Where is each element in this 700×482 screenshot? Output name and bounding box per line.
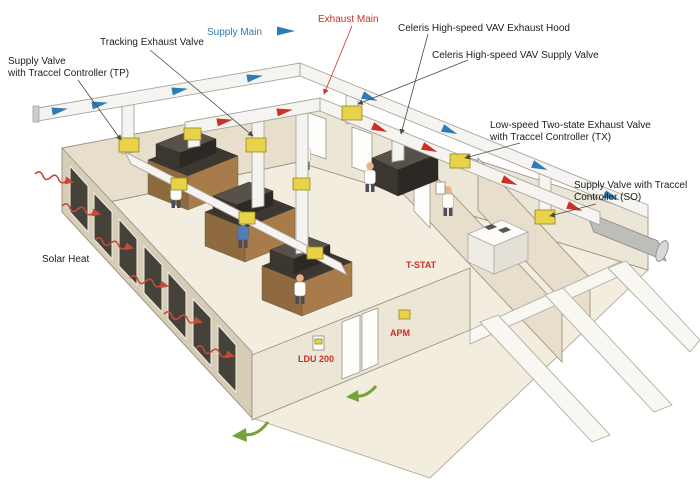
leader-tx	[464, 142, 521, 160]
wall-fin	[607, 260, 700, 353]
leader-so	[549, 203, 597, 218]
solar-heat-arrow	[61, 203, 102, 217]
label-so-line2: Controller (SO)	[574, 192, 641, 203]
solar-heat-arrows	[34, 171, 236, 359]
front-door-right	[361, 307, 379, 372]
window	[143, 244, 163, 314]
supply-main-label-arrow	[277, 26, 295, 36]
person	[442, 186, 454, 216]
window	[217, 323, 237, 394]
tp-supply-valve	[118, 137, 140, 153]
solar-heat-arrow	[163, 311, 204, 325]
leader-exhaust-main	[323, 25, 353, 95]
supply-terminal	[238, 211, 256, 225]
leader-tp	[77, 79, 122, 141]
supply-flow-arrows	[51, 26, 620, 200]
leader-celeris-supply	[357, 59, 469, 105]
front-door-left	[341, 314, 361, 380]
hood-exhaust-valve	[292, 177, 311, 191]
celeris-supply-valve	[341, 105, 363, 121]
window-row	[69, 164, 237, 394]
label-so-line1: Supply Valve with Traccel	[574, 180, 687, 191]
label-tx-line1: Low-speed Two-state Exhaust Valve	[490, 120, 651, 131]
leader-tracking	[149, 49, 254, 137]
supply-terminal	[170, 177, 188, 191]
hood-exhaust-valve	[183, 127, 202, 141]
window	[167, 270, 187, 341]
airflow-arrow-green	[346, 385, 378, 402]
label-supply-main: Supply Main	[207, 27, 262, 38]
solar-heat-arrow	[129, 275, 170, 289]
ldu-200-box	[312, 335, 325, 351]
supply-main-duct	[299, 62, 649, 219]
wall-fin	[544, 287, 673, 413]
label-ldu-200: LDU 200	[298, 354, 334, 364]
window	[69, 164, 89, 234]
tracking-exhaust-valve	[245, 137, 267, 153]
so-supply-valve	[534, 209, 556, 225]
label-celeris-supply-valve: Celeris High-speed VAV Supply Valve	[432, 50, 599, 61]
supply-terminal	[306, 246, 324, 260]
label-t-stat: T-STAT	[406, 260, 437, 270]
label-tx-line2: with Traccel Controller (TX)	[489, 132, 611, 143]
leader-celeris-hood	[399, 33, 429, 135]
solar-heat-arrow	[195, 345, 236, 359]
person	[294, 274, 306, 304]
apm-box	[398, 309, 411, 320]
exhaust-branch-duct	[251, 113, 265, 209]
window	[93, 191, 113, 261]
label-supply-valve-tp-line2: with Traccel Controller (TP)	[7, 68, 129, 79]
solar-heat-arrow	[94, 237, 135, 251]
window	[192, 297, 212, 368]
tx-exhaust-valve	[449, 153, 471, 169]
label-supply-valve-tp-line1: Supply Valve	[8, 56, 66, 67]
airflow-arrow-green	[232, 421, 270, 442]
lab-bench	[467, 219, 529, 275]
wall-fin	[479, 314, 611, 443]
solar-heat-arrow	[34, 171, 75, 185]
label-tracking-exhaust-valve: Tracking Exhaust Valve	[100, 37, 204, 48]
t-stat-box	[435, 181, 446, 195]
window	[118, 217, 138, 287]
person	[364, 162, 376, 192]
supply-duct-opening	[32, 105, 40, 123]
label-celeris-exhaust-hood: Celeris High-speed VAV Exhaust Hood	[398, 23, 570, 34]
label-exhaust-main: Exhaust Main	[318, 14, 379, 25]
exhaust-stack	[585, 211, 669, 262]
label-solar-heat: Solar Heat	[42, 254, 89, 265]
label-apm: APM	[390, 328, 410, 338]
